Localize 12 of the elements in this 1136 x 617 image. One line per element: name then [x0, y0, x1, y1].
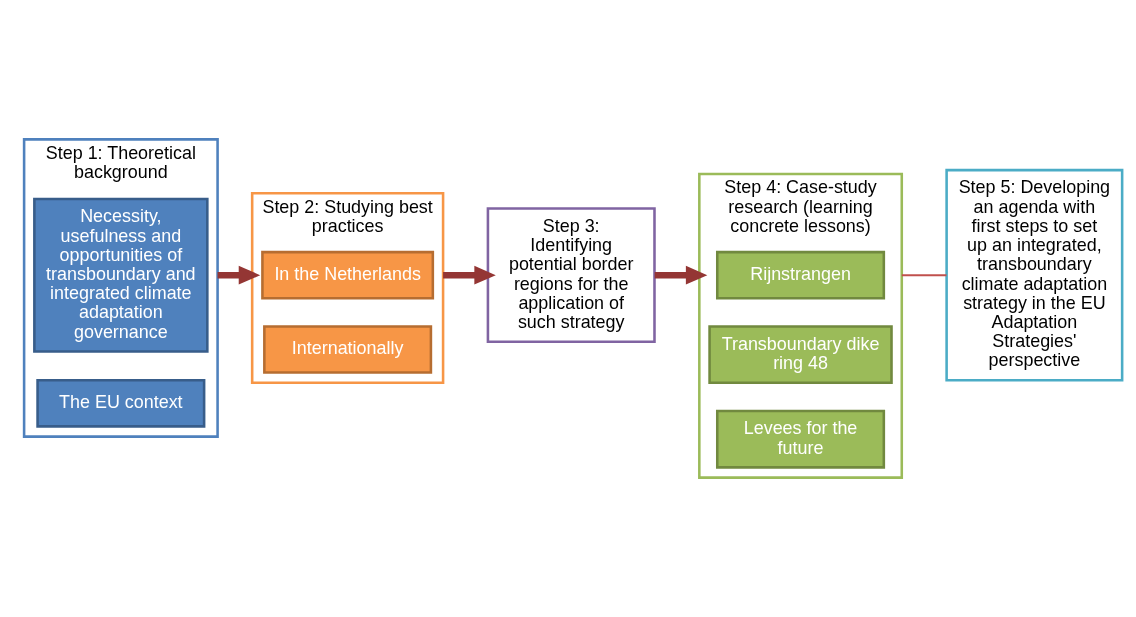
arrow: [217, 265, 261, 285]
node-box: Rijnstrangen: [716, 250, 886, 300]
node-box: Step 3: Identifying potential border regions for the application of such strategy: [486, 207, 656, 344]
node-box: The EU context: [36, 378, 206, 428]
node-box: Internationally: [263, 325, 433, 374]
node-box: Step 5: Developing an agenda with first steps to set up an integrated, transboundary climate adaptation strategy in the EU Adaptation Strategies' perspective: [945, 168, 1124, 382]
arrow: [654, 265, 708, 285]
connector: [900, 274, 948, 277]
node-box: In the Netherlands: [261, 250, 435, 300]
node-box: Transboundary dike ring 48: [708, 325, 893, 385]
node-box: Levees for the future: [716, 409, 886, 469]
node-box: Necessity, usefulness and opportunities of transboundary and integrated climate adaptation governance: [33, 197, 209, 353]
